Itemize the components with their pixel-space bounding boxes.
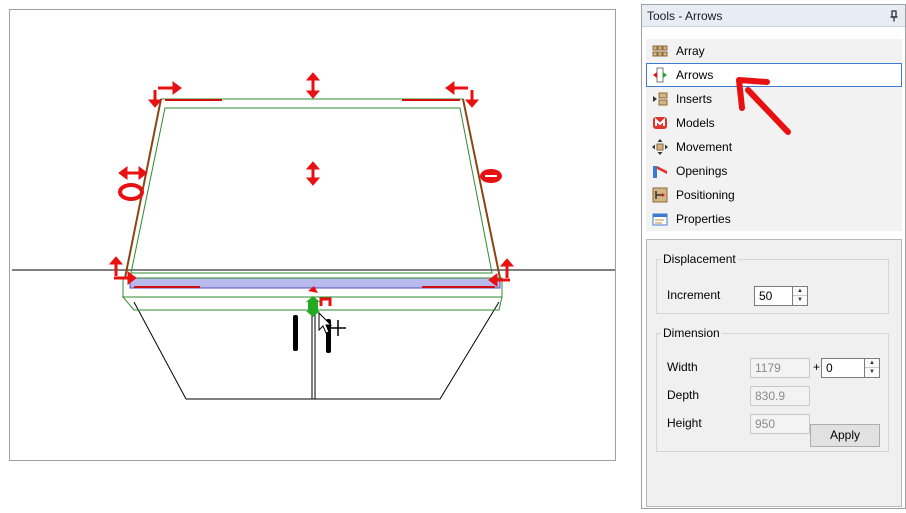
stepper-up-icon[interactable]: ▲	[865, 359, 879, 368]
tool-item-movement[interactable]: Movement	[646, 135, 902, 159]
tool-label: Positioning	[676, 188, 735, 202]
properties-icon	[652, 213, 668, 226]
increment-stepper[interactable]: ▲ ▼	[792, 286, 808, 306]
width-field: 1179	[750, 358, 810, 378]
tool-item-inserts[interactable]: Inserts	[646, 87, 902, 111]
rotate-widgets	[118, 169, 502, 306]
stepper-up-icon[interactable]: ▲	[793, 287, 807, 296]
tool-label: Movement	[676, 140, 733, 154]
tool-label: Models	[676, 116, 715, 130]
arrow-left-side	[118, 166, 148, 180]
increment-input[interactable]: 50	[754, 286, 793, 306]
tool-item-arrows[interactable]: Arrows	[646, 63, 902, 87]
tools-panel: Tools - Arrows Array Arrow	[641, 4, 906, 509]
width-offset-input[interactable]: 0	[821, 358, 865, 378]
properties-area: Displacement Increment 50 ▲ ▼ Dimension …	[646, 239, 902, 507]
pin-icon[interactable]	[889, 9, 899, 22]
tool-label: Arrows	[676, 68, 714, 82]
arrow-top-right	[445, 81, 480, 108]
openings-icon	[653, 166, 667, 178]
tool-item-properties[interactable]: Properties	[646, 207, 902, 231]
tool-label: Properties	[676, 212, 731, 226]
displacement-legend: Displacement	[663, 252, 736, 266]
resize-arrows	[108, 72, 515, 287]
tool-label: Openings	[676, 164, 728, 178]
tool-list: Array Arrows Inserts Models	[646, 39, 902, 231]
depth-label: Depth	[667, 388, 700, 402]
models-icon	[653, 117, 667, 129]
arrow-bottom-right	[488, 258, 515, 287]
tool-item-array[interactable]: Array	[646, 39, 902, 63]
array-icon	[652, 45, 668, 57]
top-panel	[124, 98, 501, 279]
tool-item-models[interactable]: Models	[646, 111, 902, 135]
increment-label: Increment	[667, 288, 721, 302]
panel-edges-brown	[124, 98, 501, 279]
tool-label: Inserts	[676, 92, 713, 106]
arrow-top-center	[305, 72, 321, 99]
height-field: 950	[750, 414, 810, 434]
panel-title: Tools - Arrows	[647, 8, 723, 23]
move-widget	[306, 296, 320, 317]
positioning-icon	[652, 187, 668, 203]
stepper-down-icon[interactable]: ▼	[797, 297, 803, 303]
arrow-center	[305, 161, 321, 186]
dimension-group: Dimension Width 1179 + 0 ▲ ▼ Depth 830.9…	[656, 326, 889, 452]
width-label: Width	[667, 360, 698, 374]
arrows-icon	[653, 67, 667, 83]
depth-field: 830.9	[750, 386, 810, 406]
height-label: Height	[667, 416, 702, 430]
width-offset-stepper[interactable]: ▲ ▼	[864, 358, 880, 378]
cabinet-body	[133, 301, 500, 400]
plus-sign: +	[813, 360, 821, 374]
cabinet-drawing[interactable]	[10, 10, 616, 461]
arrow-bottom-left	[108, 256, 137, 285]
displacement-group: Displacement Increment 50 ▲ ▼	[656, 252, 889, 314]
3d-viewport[interactable]	[9, 9, 616, 461]
tools-panel-header: Tools - Arrows	[642, 5, 905, 27]
dimension-legend: Dimension	[663, 326, 720, 340]
apply-button[interactable]: Apply	[810, 424, 880, 447]
tool-label: Array	[676, 44, 705, 58]
movement-icon	[652, 139, 668, 155]
inserts-icon	[653, 92, 668, 106]
tool-item-openings[interactable]: Openings	[646, 159, 902, 183]
stepper-down-icon[interactable]: ▼	[869, 369, 875, 375]
callout-arrow	[736, 77, 791, 135]
arrow-top-left	[147, 81, 182, 108]
panel-edges-red	[134, 99, 495, 288]
tool-item-positioning[interactable]: Positioning	[646, 183, 902, 207]
mouse-cursor	[318, 311, 346, 336]
